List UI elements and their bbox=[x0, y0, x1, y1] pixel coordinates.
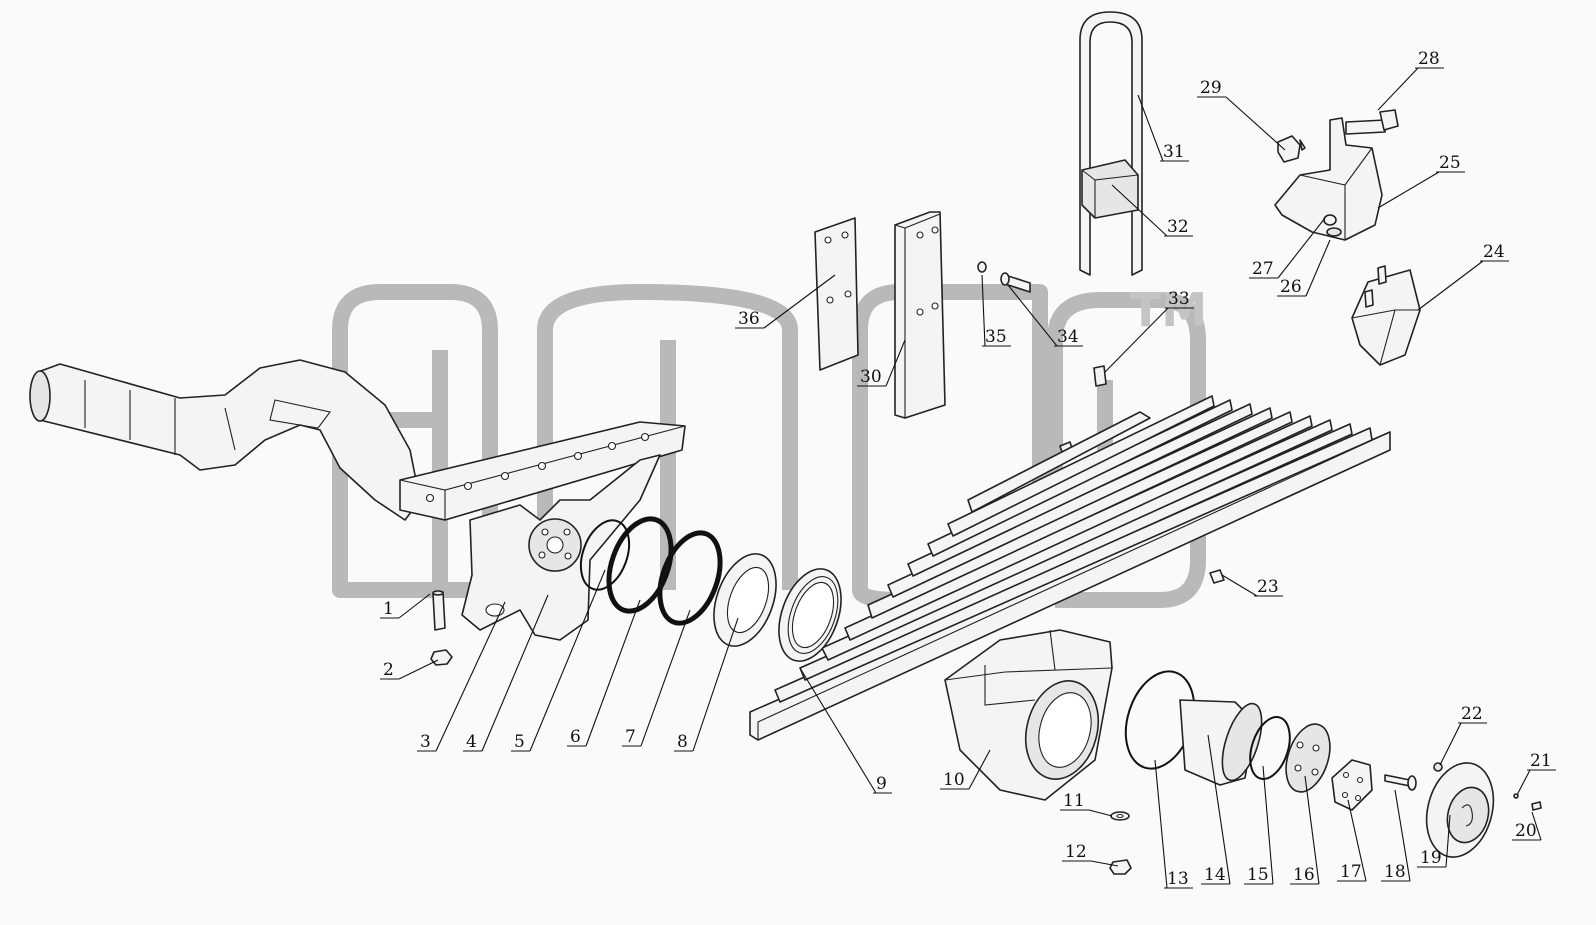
callout-leader-line bbox=[1531, 811, 1542, 841]
callout-label-28: 28 bbox=[1418, 49, 1440, 69]
callout-leader-line bbox=[968, 749, 991, 790]
callout-leader-line bbox=[1137, 94, 1164, 162]
callout-label-17: 17 bbox=[1340, 862, 1362, 882]
callout-label-9: 9 bbox=[876, 774, 887, 794]
callout-leader-line bbox=[1439, 722, 1462, 766]
callout-leader-line bbox=[1417, 260, 1484, 311]
callout-label-21: 21 bbox=[1530, 751, 1552, 771]
callout-leader-line bbox=[1377, 171, 1440, 209]
callout-leader-line bbox=[763, 274, 836, 329]
callout-leader-line bbox=[398, 659, 439, 680]
callout-label-1: 1 bbox=[383, 599, 394, 619]
callout-leader-line bbox=[981, 274, 986, 347]
callout-leader-line bbox=[1104, 307, 1169, 373]
callout-label-34: 34 bbox=[1057, 327, 1079, 347]
u-bolt bbox=[1079, 11, 1143, 276]
callout-leader-line bbox=[1090, 860, 1119, 867]
hub-cap-assembly bbox=[1209, 569, 1542, 858]
hub-components bbox=[1124, 670, 1373, 811]
callout-leader-line bbox=[1007, 284, 1058, 347]
seal-rings bbox=[579, 516, 842, 662]
callout-label-6: 6 bbox=[570, 727, 581, 747]
callout-leader-line bbox=[640, 609, 691, 747]
callout-label-12: 12 bbox=[1065, 842, 1087, 862]
callout-label-15: 15 bbox=[1247, 865, 1269, 885]
callout-label-5: 5 bbox=[514, 732, 525, 752]
callout-label-31: 31 bbox=[1163, 142, 1185, 162]
balance-arm bbox=[29, 359, 421, 521]
callout-label-23: 23 bbox=[1257, 577, 1279, 597]
pin-and-nut bbox=[430, 590, 453, 666]
callout-label-11: 11 bbox=[1063, 791, 1085, 811]
callout-leader-line bbox=[398, 593, 431, 619]
callout-leader-line bbox=[799, 667, 877, 794]
spacer-block bbox=[894, 211, 946, 419]
u-bolt-block bbox=[1081, 159, 1139, 219]
callout-label-14: 14 bbox=[1204, 865, 1226, 885]
callout-leader-line bbox=[1277, 217, 1326, 279]
callout-label-18: 18 bbox=[1384, 862, 1406, 882]
spring-bracket bbox=[399, 421, 686, 641]
callout-leader-line bbox=[1262, 765, 1274, 885]
callout-label-4: 4 bbox=[466, 732, 477, 752]
callout-leader-line bbox=[885, 339, 906, 387]
callout-leader-line bbox=[1516, 769, 1531, 796]
callout-label-36: 36 bbox=[738, 309, 760, 329]
callout-leader-line bbox=[1154, 759, 1168, 889]
callout-label-24: 24 bbox=[1483, 242, 1505, 262]
callout-leader-line bbox=[1221, 574, 1258, 597]
callout-label-26: 26 bbox=[1280, 277, 1302, 297]
spring-seat-housing bbox=[944, 629, 1113, 801]
rubber-block bbox=[1351, 265, 1421, 366]
callout-leader-line bbox=[1304, 775, 1320, 885]
callout-leader-line bbox=[1088, 809, 1113, 817]
watermark-trademark: TM bbox=[1130, 283, 1207, 337]
callout-label-29: 29 bbox=[1200, 78, 1222, 98]
bracket-assembly bbox=[1274, 109, 1399, 241]
plate bbox=[814, 217, 859, 371]
callout-leader-line bbox=[1445, 814, 1451, 868]
callout-leader-line bbox=[1207, 734, 1231, 885]
callout-label-3: 3 bbox=[420, 732, 431, 752]
callout-leader-line bbox=[435, 601, 506, 752]
callout-label-7: 7 bbox=[625, 727, 636, 747]
callout-leader-line bbox=[1225, 96, 1286, 151]
callout-label-13: 13 bbox=[1167, 869, 1189, 889]
leaf-spring bbox=[749, 395, 1391, 741]
callout-label-35: 35 bbox=[985, 327, 1007, 347]
callout-leader-line bbox=[585, 599, 641, 747]
callout-label-30: 30 bbox=[860, 367, 882, 387]
callout-label-2: 2 bbox=[383, 660, 394, 680]
callout-label-32: 32 bbox=[1167, 217, 1189, 237]
callout-leader-line bbox=[692, 617, 739, 752]
callout-leader-line bbox=[1377, 67, 1419, 111]
callout-leader-line bbox=[1111, 184, 1168, 237]
callout-leader-line bbox=[481, 594, 549, 752]
callout-leader-line bbox=[1305, 239, 1331, 297]
callout-label-8: 8 bbox=[677, 732, 688, 752]
callout-leader-line bbox=[1394, 789, 1411, 882]
callout-label-25: 25 bbox=[1439, 153, 1461, 173]
washer-nut bbox=[1109, 811, 1132, 875]
callout-label-10: 10 bbox=[943, 770, 965, 790]
callout-label-27: 27 bbox=[1252, 259, 1274, 279]
callout-label-20: 20 bbox=[1515, 821, 1537, 841]
callout-label-22: 22 bbox=[1461, 704, 1483, 724]
callout-label-16: 16 bbox=[1293, 865, 1315, 885]
callout-leader-line bbox=[1347, 799, 1367, 882]
callout-label-19: 19 bbox=[1420, 848, 1442, 868]
callout-leader-line bbox=[529, 569, 606, 752]
callout-label-33: 33 bbox=[1168, 289, 1190, 309]
